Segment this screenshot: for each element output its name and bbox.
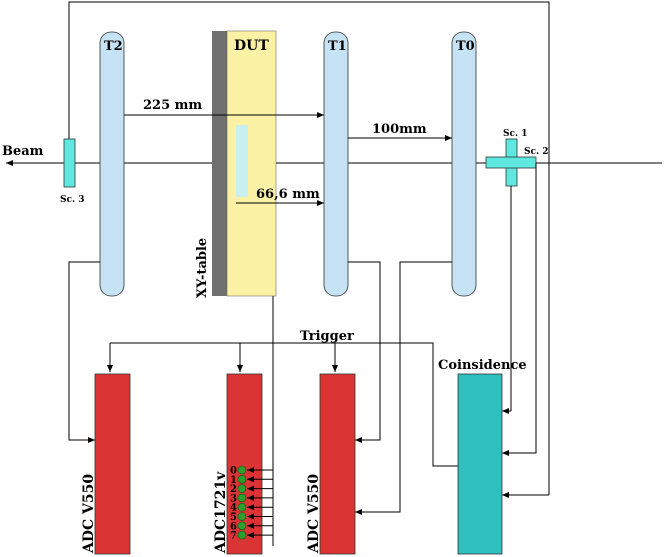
channel-number: 4 bbox=[230, 503, 237, 514]
t2-readout-wire bbox=[68, 261, 100, 443]
scintillator-1-label: Sc. 1 bbox=[503, 129, 528, 139]
channel-input-dot bbox=[237, 493, 247, 503]
telescope-plane-t1 bbox=[323, 31, 349, 297]
channel-input-dot bbox=[237, 465, 247, 475]
adc-middle-label: ADC1721v bbox=[213, 471, 229, 554]
channel-number: 7 bbox=[230, 531, 237, 542]
t1-readout-wire bbox=[348, 261, 381, 443]
coincidence-unit bbox=[457, 373, 503, 555]
channel-number: 6 bbox=[230, 521, 237, 532]
channel-input-dot bbox=[237, 521, 247, 531]
telescope-plane-t0 bbox=[451, 31, 477, 297]
scintillator-3 bbox=[63, 138, 76, 188]
t2-label: T2 bbox=[104, 39, 123, 54]
channel-input-dot bbox=[237, 502, 247, 512]
trigger-label: Trigger bbox=[300, 329, 354, 344]
t1-label: T1 bbox=[328, 39, 347, 54]
dut-sensor bbox=[236, 125, 248, 197]
channel-input-dot bbox=[237, 484, 247, 493]
channel-number: 5 bbox=[230, 512, 237, 523]
adc-module-right bbox=[319, 373, 356, 555]
channel-number: 0 bbox=[230, 466, 237, 477]
scintillator-2 bbox=[485, 156, 537, 169]
xy-table-plate bbox=[212, 31, 227, 296]
xy-table-label: XY-table bbox=[195, 238, 210, 298]
channel-input-dot bbox=[237, 474, 247, 484]
channel-number: 3 bbox=[230, 493, 237, 504]
adc-module-left bbox=[94, 373, 131, 555]
scintillator-3-label: Sc. 3 bbox=[60, 195, 85, 205]
coincidence-label: Coinsidence bbox=[438, 358, 527, 373]
beam-label: Beam bbox=[2, 144, 44, 159]
adc-left-label: ADC V550 bbox=[81, 474, 97, 554]
sc3-signal-wire bbox=[68, 1, 550, 495]
distance-label-t1-t0: 100mm bbox=[372, 122, 427, 137]
telescope-plane-t2 bbox=[99, 31, 125, 297]
channel-number: 1 bbox=[230, 475, 237, 486]
t0-label: T0 bbox=[456, 39, 475, 54]
dut-label: DUT bbox=[234, 38, 269, 54]
sc2-to-coincidence bbox=[502, 163, 537, 456]
channel-input-dot bbox=[237, 512, 247, 521]
channel-input-dot bbox=[237, 530, 247, 540]
coincidence-trigger-out bbox=[432, 369, 458, 467]
t0-readout-wire bbox=[355, 261, 452, 515]
distance-label-t2-t1: 225 mm bbox=[143, 98, 202, 113]
trigger-bus bbox=[110, 342, 434, 369]
scintillator-2-label: Sc. 2 bbox=[524, 147, 549, 157]
channel-number: 2 bbox=[230, 484, 237, 495]
adc-right-label: ADC V550 bbox=[306, 474, 322, 554]
distance-label-dut-t1: 66,6 mm bbox=[256, 187, 320, 202]
dut-block bbox=[226, 30, 277, 297]
